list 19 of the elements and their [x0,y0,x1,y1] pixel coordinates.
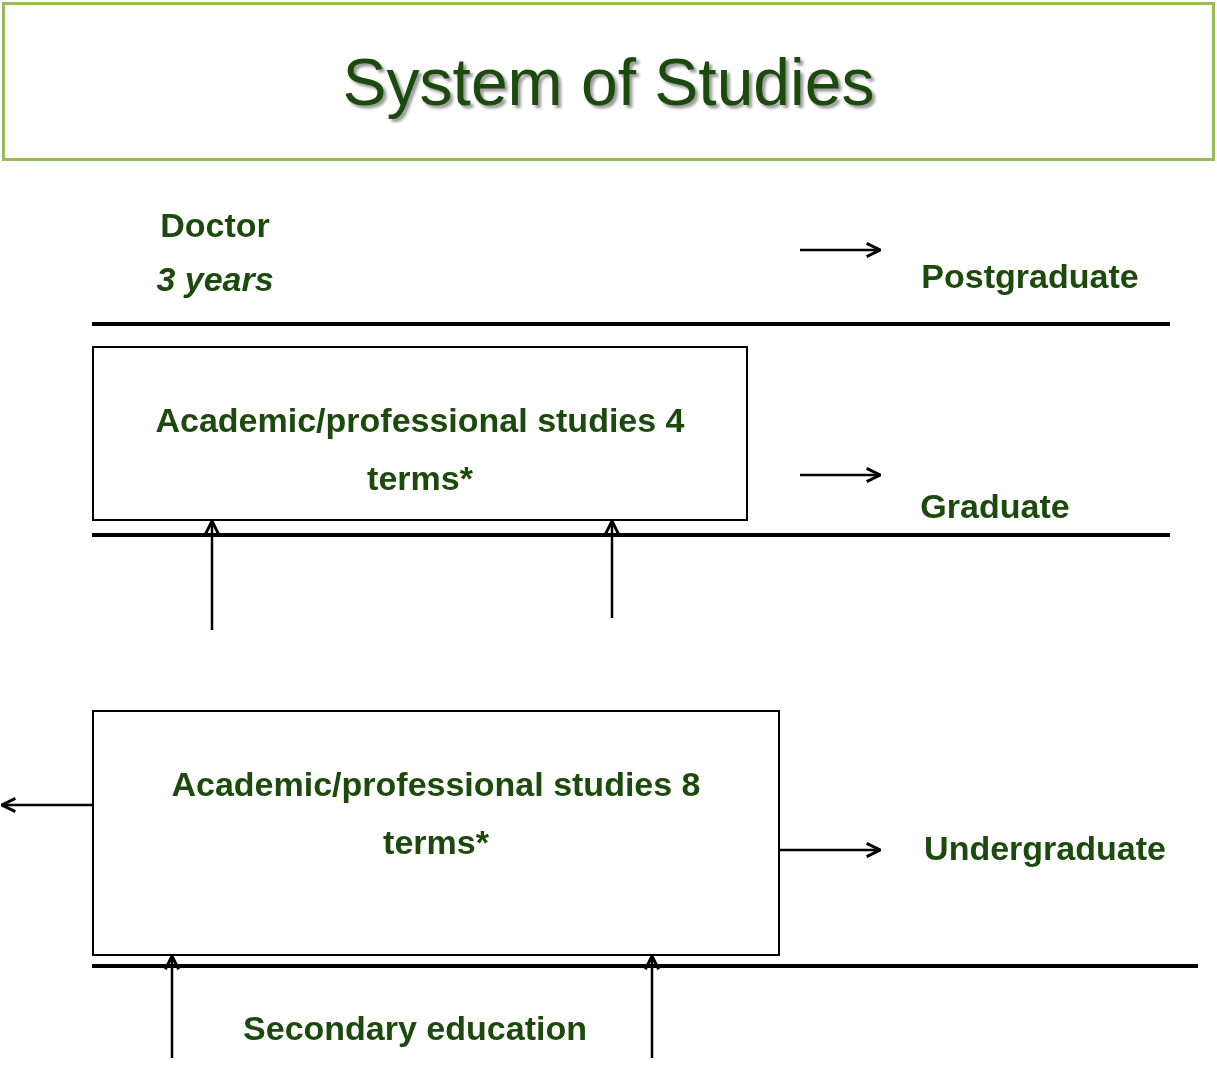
level-label: Secondary education [243,1007,587,1049]
arrow [800,241,882,259]
arrow [800,466,882,484]
arrow [643,954,661,1058]
level-label: Undergraduate [924,827,1166,869]
arrow [203,519,221,630]
box-text: Academic/professional studies 4 terms* [154,400,686,499]
box-text: Academic/professional studies 8 terms* [170,764,702,863]
arrow [603,519,621,618]
level-label: Doctor [160,204,270,246]
level-label: Postgraduate [921,255,1139,297]
level-label: 3 years [156,259,274,300]
study-box [92,346,748,521]
level-label: Graduate [920,485,1070,527]
arrow [163,954,181,1058]
arrow [780,841,882,859]
arrow [0,796,92,814]
study-box [92,710,780,956]
title: System of Studies [342,43,875,120]
